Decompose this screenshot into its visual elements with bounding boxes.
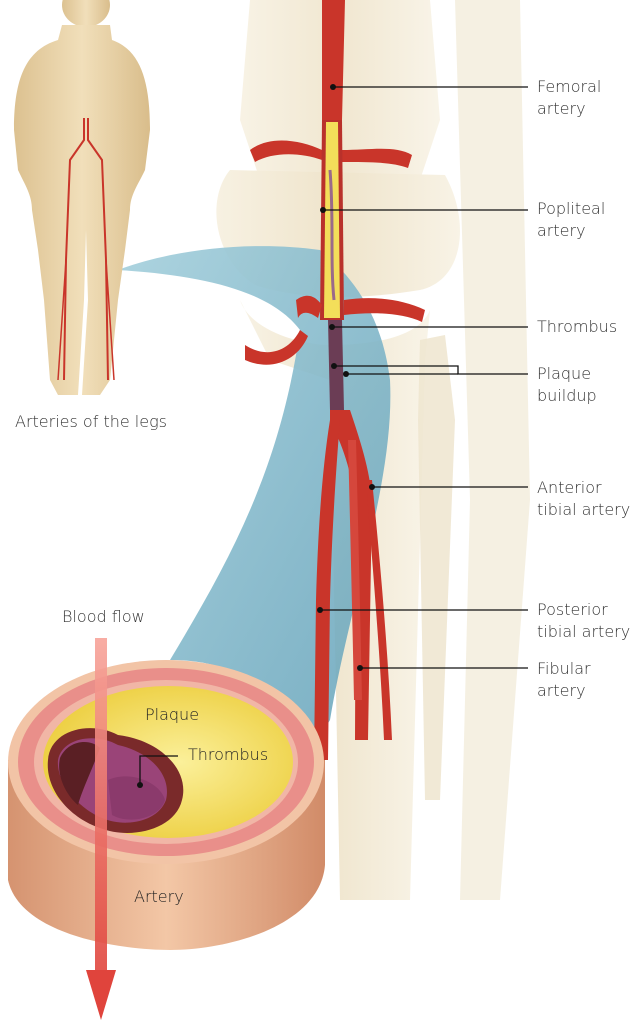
label-cross-artery: Artery [134,886,184,908]
body-figure [14,0,150,395]
label-blood-flow: Blood flow [62,606,145,628]
label-arteries-of-legs: Arteries of the legs [15,411,167,433]
label-cross-plaque: Plaque [145,704,199,726]
label-cross-thrombus: Thrombus [188,744,268,766]
label-thrombus: Thrombus [537,316,617,338]
